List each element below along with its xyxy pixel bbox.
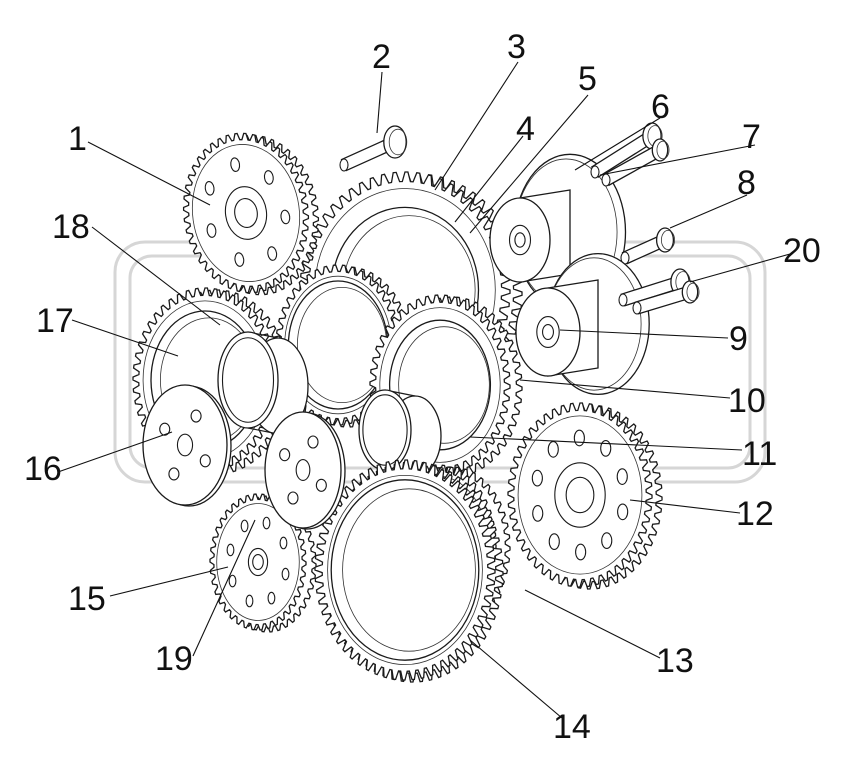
part-9-housing bbox=[515, 252, 650, 396]
callout-11: 11 bbox=[742, 435, 777, 473]
part-11-ring bbox=[358, 389, 442, 477]
callout-13: 13 bbox=[656, 642, 694, 680]
callout-7: 7 bbox=[742, 118, 761, 156]
leader-lines bbox=[57, 61, 791, 719]
callout-4: 4 bbox=[516, 110, 535, 148]
part-16-disc bbox=[142, 384, 232, 507]
callout-19: 19 bbox=[155, 640, 193, 678]
part-6-bolt-b bbox=[601, 138, 670, 187]
callout-2: 2 bbox=[372, 38, 391, 76]
part-14-gear bbox=[314, 459, 504, 683]
part-1-gear bbox=[182, 132, 320, 296]
callout-5: 5 bbox=[578, 60, 597, 98]
callout-labels: 1 2 3 4 5 6 7 8 20 9 10 11 12 13 14 15 1… bbox=[24, 28, 821, 746]
part-16-disc-b bbox=[264, 411, 346, 530]
callout-20: 20 bbox=[783, 232, 821, 270]
callout-17: 17 bbox=[36, 302, 74, 340]
callout-6: 6 bbox=[651, 88, 670, 126]
parts-layer bbox=[132, 122, 700, 683]
part-2-bolt bbox=[339, 125, 408, 172]
callout-18: 18 bbox=[52, 208, 90, 246]
callout-9: 9 bbox=[729, 320, 748, 358]
callout-1: 1 bbox=[68, 120, 87, 158]
part-20-bolt-b bbox=[632, 280, 700, 315]
callout-8: 8 bbox=[737, 164, 756, 202]
callout-3: 3 bbox=[507, 28, 526, 66]
callout-10: 10 bbox=[728, 382, 766, 420]
part-12-gear bbox=[507, 402, 663, 590]
callout-12: 12 bbox=[736, 495, 774, 533]
callout-15: 15 bbox=[68, 580, 106, 618]
part-8-bolt bbox=[620, 227, 676, 265]
part-17-ring bbox=[217, 331, 309, 435]
callout-14: 14 bbox=[553, 708, 591, 746]
callout-16: 16 bbox=[24, 450, 62, 488]
